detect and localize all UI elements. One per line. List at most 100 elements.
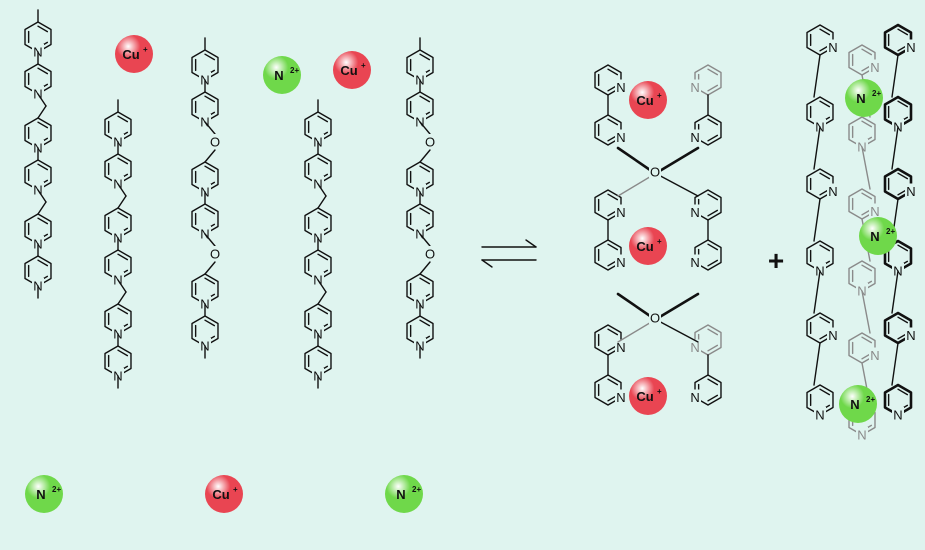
atom-label-mask (614, 339, 627, 354)
atom-label-mask (414, 296, 426, 310)
atom-label-mask (199, 184, 211, 198)
atom-label-mask (814, 263, 826, 277)
double-bond (707, 209, 719, 217)
helicate-copper-ion-3: Cu+ (629, 377, 667, 415)
ion-charge: 2+ (872, 89, 881, 98)
nitrogen-atom: N (828, 184, 837, 199)
oxygen-atom: O (650, 311, 660, 326)
atom-label-mask (199, 114, 211, 128)
atom-label-mask (199, 226, 211, 240)
atom-label-mask (312, 230, 324, 244)
ion-charge: + (143, 45, 148, 54)
double-bond (707, 68, 719, 76)
atom-label-mask (312, 368, 324, 382)
atom-label-mask (32, 182, 44, 196)
atom-label-mask (892, 407, 904, 421)
double-bond (897, 28, 909, 36)
nitrogen-atom: N (828, 328, 837, 343)
double-bond (317, 157, 329, 165)
atom-label-mask (814, 407, 826, 421)
double-bond (819, 172, 831, 180)
ethylene-linker (317, 183, 327, 197)
atom-label-mask (689, 339, 702, 354)
ethylene-linker (317, 279, 327, 293)
bridge-top (616, 146, 655, 174)
atom-label-mask (614, 79, 627, 94)
double-bond (861, 264, 873, 272)
nitrogen-atom: N (616, 390, 625, 405)
atom-label-mask (904, 39, 917, 54)
ether-linker (204, 121, 216, 135)
copper-ion-sphere (115, 35, 153, 73)
ethylene-linker (117, 183, 127, 197)
atom-label-mask (614, 389, 627, 404)
nitrogen-atom: N (815, 408, 824, 423)
helix-linker (813, 198, 821, 242)
helix-linker (891, 270, 899, 314)
double-bond (897, 100, 909, 108)
n-ion-label: N (856, 91, 865, 106)
double-bond (897, 316, 909, 324)
ion-charge: 2+ (290, 66, 299, 75)
nitrogen-atom: N (690, 340, 699, 355)
nitrogen-atom: N (906, 184, 915, 199)
pyridine-ring (694, 239, 722, 271)
atom-label-mask (32, 236, 44, 250)
double-bond (861, 48, 873, 56)
atom-label-mask (112, 134, 124, 148)
atom-label-mask (32, 278, 44, 292)
pyridine-ring (594, 374, 622, 406)
n-ion-sphere (839, 385, 877, 423)
atom-label-mask (424, 134, 436, 148)
double-bond (819, 100, 831, 108)
double-bond (861, 192, 873, 200)
double-bond (117, 349, 129, 357)
n-ion-label: N (850, 397, 859, 412)
bridge-bottom (616, 292, 655, 320)
nitrogen-atom: N (690, 390, 699, 405)
double-bond (204, 53, 216, 61)
double-bond (204, 95, 216, 103)
atom-label-mask (424, 246, 436, 260)
atom-label-mask (856, 283, 868, 297)
copper-ion-label: Cu (636, 389, 653, 404)
double-bond (607, 118, 619, 126)
nitrogen-atom: N (870, 204, 879, 219)
atom-label-mask (414, 72, 426, 86)
reactant-copper-ion-3: Cu+ (205, 475, 243, 513)
atom-label-mask (112, 230, 124, 244)
double-bond (37, 217, 49, 225)
helicate-copper-ion-2: Cu+ (629, 227, 667, 265)
double-bond (819, 244, 831, 252)
nitrogen-atom: N (690, 80, 699, 95)
double-bond (37, 25, 49, 33)
double-bond (897, 388, 909, 396)
nitrogen-atom: N (690, 255, 699, 270)
oxygen-atom: O (425, 247, 435, 262)
atom-label-mask (614, 254, 627, 269)
ethylene-linker (37, 105, 47, 119)
atom-label-mask (904, 327, 917, 342)
double-bond (117, 307, 129, 315)
copper-ion-label: Cu (636, 93, 653, 108)
n-ion-sphere (263, 56, 301, 94)
n-ion-label: N (396, 487, 405, 502)
double-bond (117, 211, 129, 219)
nitrogen-atom: N (616, 205, 625, 220)
helix-linker (891, 54, 899, 98)
helicate-n-ion-1: N 2+ (845, 79, 883, 117)
copper-ion-sphere (629, 377, 667, 415)
atom-label-mask (112, 326, 124, 340)
nitrogen-atom: N (616, 130, 625, 145)
ethylene-linker (37, 93, 47, 107)
helix-linker (861, 146, 871, 190)
atom-label-mask (892, 263, 904, 277)
copper-ion-label: Cu (122, 47, 139, 62)
nitrogen-atom: N (616, 340, 625, 355)
double-bond (707, 328, 719, 336)
double-bond (897, 172, 909, 180)
double-bond (204, 319, 216, 327)
atom-label-mask (892, 119, 904, 133)
